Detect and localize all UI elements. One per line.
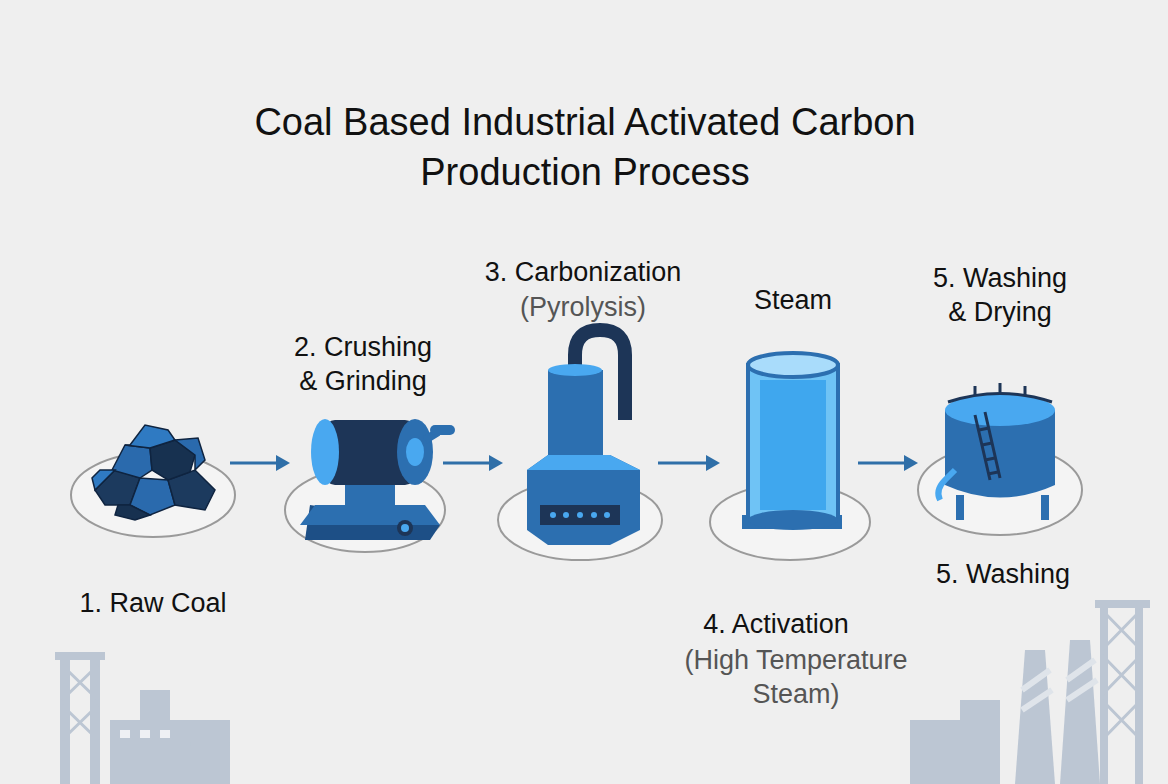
ground-shadow: [71, 445, 1082, 560]
process-step: Steam4. Activation(High Temperature Stea…: [720, 250, 858, 710]
flow-arrow: [858, 462, 906, 465]
flow-arrow: [230, 462, 278, 465]
step-label: 4. Activation: [666, 607, 886, 641]
flow-arrow: [443, 462, 491, 465]
step-label: Steam: [718, 283, 868, 317]
process-step: 3. Carbonization(Pyrolysis): [503, 250, 658, 710]
factory-silhouette: [55, 600, 1150, 784]
step-label: 5. Washing & Drying: [925, 261, 1075, 329]
flow-arrow: [658, 462, 708, 465]
step-label: 2. Crushing & Grinding: [288, 330, 438, 398]
arrow-head: [489, 455, 503, 471]
process-step: 2. Crushing & Grinding: [290, 250, 443, 710]
step-label: (High Temperature Steam): [666, 643, 926, 711]
diagram-title: Coal Based Industrial Activated Carbon P…: [185, 97, 985, 197]
carbonization-furnace: [527, 330, 640, 545]
process-step: 1. Raw Coal: [62, 250, 230, 710]
arrow-head: [276, 455, 290, 471]
arrow-head: [706, 455, 720, 471]
step-label: 5. Washing: [903, 557, 1103, 591]
step-label: 3. Carbonization: [453, 255, 713, 289]
process-step: 5. Washing & Drying5. Washing: [918, 250, 1083, 710]
step-label: (Pyrolysis): [483, 290, 683, 324]
washing-drying-tank: [938, 383, 1055, 520]
arrow-head: [904, 455, 918, 471]
step-label: 1. Raw Coal: [58, 586, 248, 620]
activation-vessel: [742, 353, 842, 530]
coal-pile: [92, 425, 215, 520]
crusher-grinder: [300, 419, 450, 540]
